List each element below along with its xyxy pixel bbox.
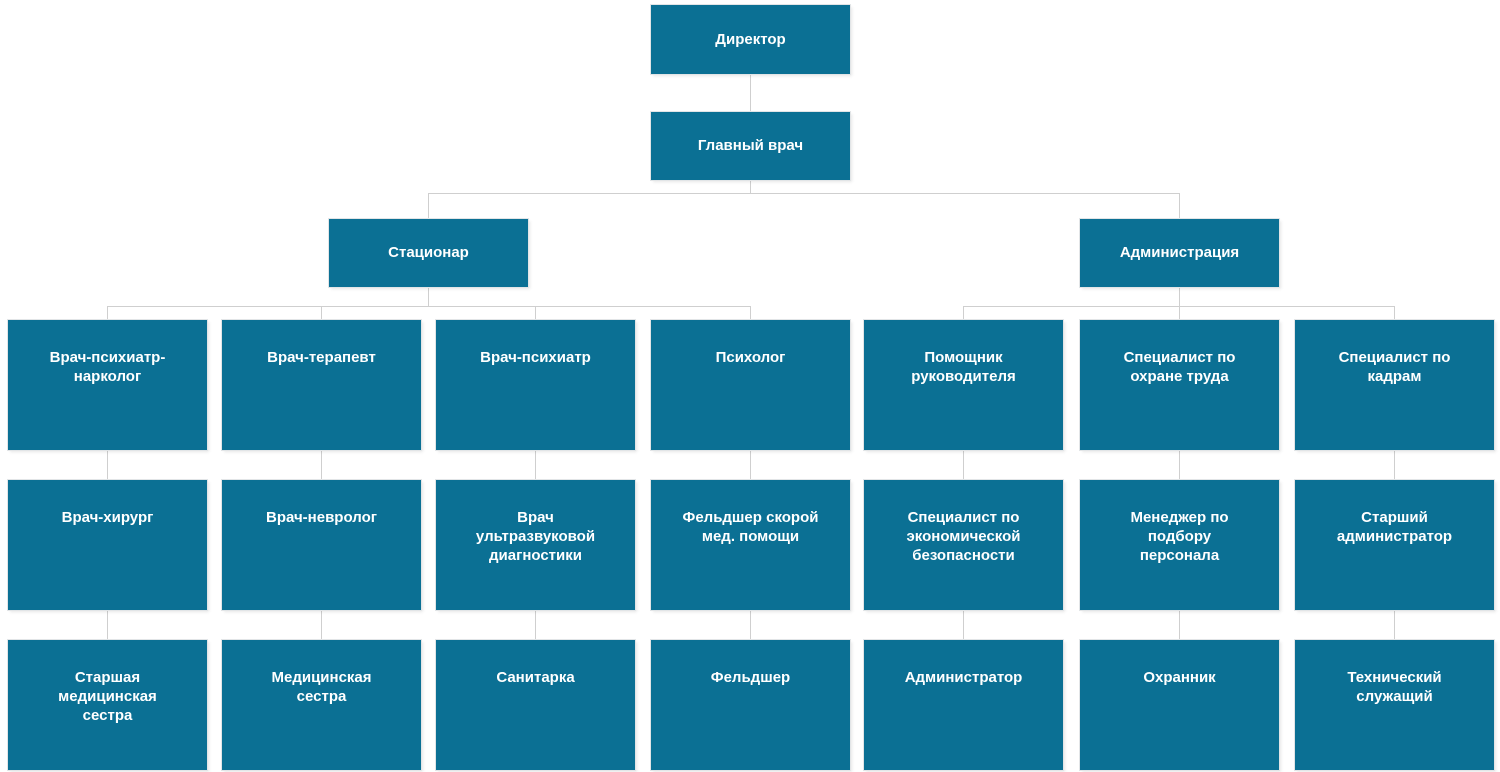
node-technical-staff[interactable]: Технический служащий — [1295, 640, 1494, 770]
connector-col5-row4-row5 — [963, 450, 964, 480]
node-administrator[interactable]: Администратор — [864, 640, 1063, 770]
node-hr-specialist[interactable]: Специалист по кадрам — [1295, 320, 1494, 450]
connector-col2-row4-row5 — [321, 450, 322, 480]
node-neurologist[interactable]: Врач-невролог — [222, 480, 421, 610]
node-nurse[interactable]: Медицинская сестра — [222, 640, 421, 770]
node-administration[interactable]: Администрация — [1080, 219, 1279, 287]
connector-col1-row5-row6 — [107, 610, 108, 640]
node-ambulance-paramedic[interactable]: Фельдшер скорой мед. помощи — [651, 480, 850, 610]
connector-col7-row4-row5 — [1394, 450, 1395, 480]
connector-to-administration — [1179, 193, 1180, 219]
node-assistant-manager[interactable]: Помощник руководителя — [864, 320, 1063, 450]
connector-col5-row5-row6 — [963, 610, 964, 640]
connector-chief-down — [750, 180, 751, 193]
connector-director-to-chief — [750, 74, 751, 112]
connector-col2-row5-row6 — [321, 610, 322, 640]
connector-level3-bar — [428, 193, 1180, 194]
node-psychiatrist[interactable]: Врач-психиатр — [436, 320, 635, 450]
connector-inpatient-down — [428, 287, 429, 306]
node-recruitment-manager[interactable]: Менеджер по подбору персонала — [1080, 480, 1279, 610]
connector-inpatient-child-2 — [321, 306, 322, 320]
connector-col6-row5-row6 — [1179, 610, 1180, 640]
connector-inpatient-child-1 — [107, 306, 108, 320]
connector-col7-row5-row6 — [1394, 610, 1395, 640]
connector-administration-down — [1179, 287, 1180, 306]
connector-col4-row4-row5 — [750, 450, 751, 480]
node-director[interactable]: Директор — [651, 5, 850, 74]
connector-administration-child-3 — [1394, 306, 1395, 320]
connector-col1-row4-row5 — [107, 450, 108, 480]
node-inpatient[interactable]: Стационар — [329, 219, 528, 287]
node-surgeon[interactable]: Врач-хирург — [8, 480, 207, 610]
node-ultrasound-doctor[interactable]: Врач ультразвуковой диагностики — [436, 480, 635, 610]
node-senior-nurse[interactable]: Старшая медицинская сестра — [8, 640, 207, 770]
node-senior-administrator[interactable]: Старший администратор — [1295, 480, 1494, 610]
connector-col3-row5-row6 — [535, 610, 536, 640]
connector-administration-child-1 — [963, 306, 964, 320]
node-economic-security-specialist[interactable]: Специалист по экономической безопасности — [864, 480, 1063, 610]
node-paramedic[interactable]: Фельдшер — [651, 640, 850, 770]
connector-inpatient-child-3 — [535, 306, 536, 320]
node-chief-doctor[interactable]: Главный врач — [651, 112, 850, 180]
node-psychologist[interactable]: Психолог — [651, 320, 850, 450]
node-labor-safety-specialist[interactable]: Специалист по охране труда — [1080, 320, 1279, 450]
node-orderly[interactable]: Санитарка — [436, 640, 635, 770]
connector-col6-row4-row5 — [1179, 450, 1180, 480]
connector-to-inpatient — [428, 193, 429, 219]
node-therapist[interactable]: Врач-терапевт — [222, 320, 421, 450]
node-psychiatrist-narcologist[interactable]: Врач-психиатр- нарколог — [8, 320, 207, 450]
connector-col4-row5-row6 — [750, 610, 751, 640]
connector-inpatient-bar — [107, 306, 751, 307]
node-security-guard[interactable]: Охранник — [1080, 640, 1279, 770]
connector-inpatient-child-4 — [750, 306, 751, 320]
connector-administration-child-2 — [1179, 306, 1180, 320]
connector-col3-row4-row5 — [535, 450, 536, 480]
